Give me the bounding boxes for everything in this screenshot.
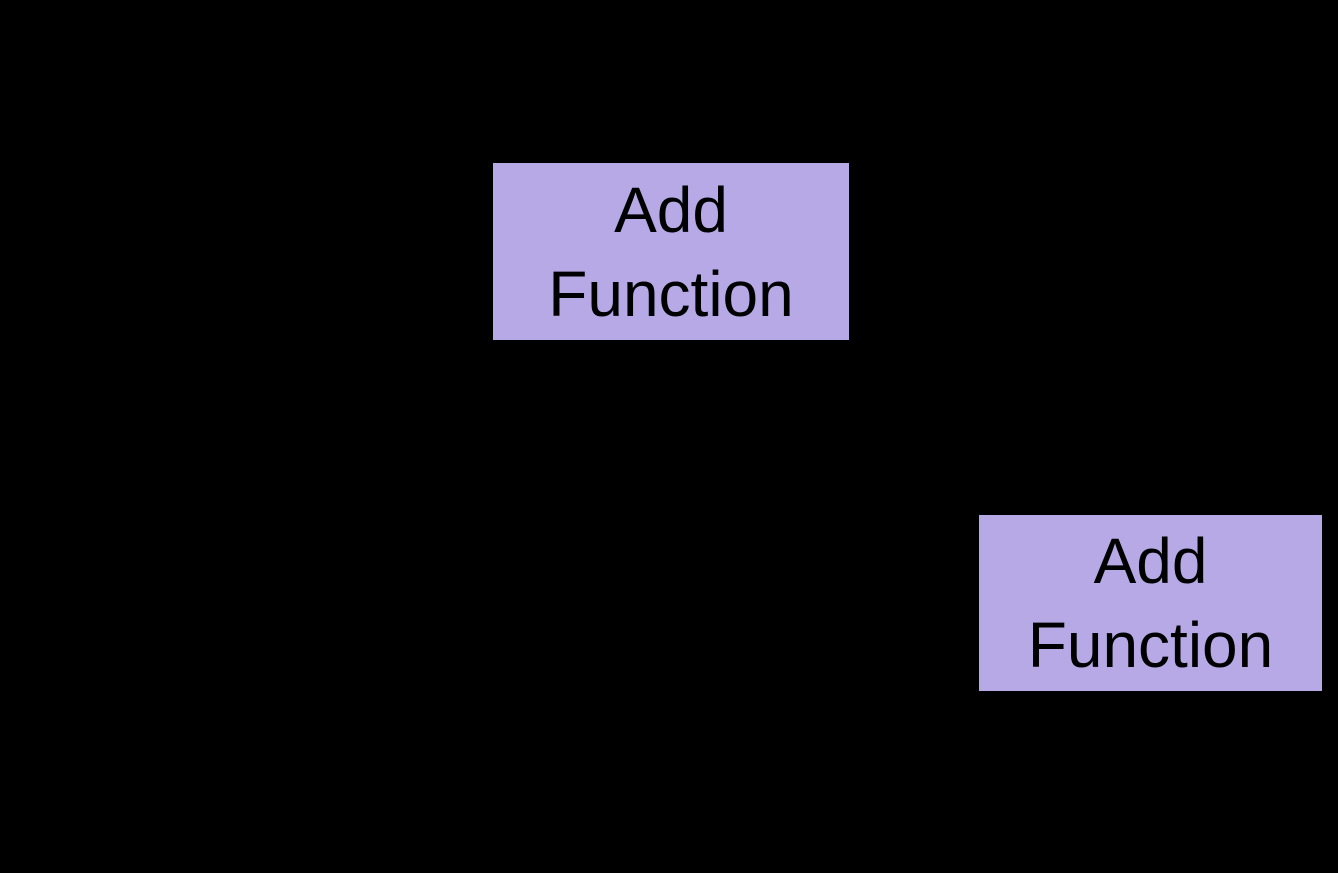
node-add-function-2[interactable]: Add Function xyxy=(979,515,1322,691)
node-add-function-1[interactable]: Add Function xyxy=(493,163,849,340)
node-add-function-1-label: Add Function xyxy=(548,173,794,330)
node-add-function-2-label: Add Function xyxy=(1027,525,1274,681)
